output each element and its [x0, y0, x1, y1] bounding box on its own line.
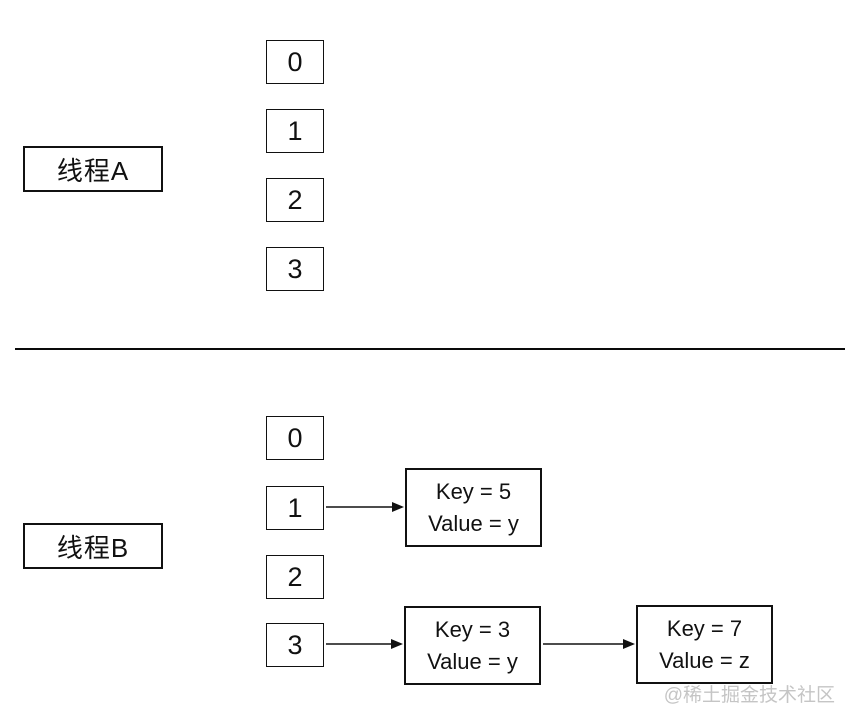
- thread-b-bucket-2: 2: [266, 555, 324, 599]
- thread-b-bucket-0: 0: [266, 416, 324, 460]
- node-value-line: Value = z: [659, 647, 750, 673]
- node-key3: Key = 3 Value = y: [404, 606, 541, 685]
- bucket-label: 2: [287, 561, 303, 592]
- thread-a-bucket-0: 0: [266, 40, 324, 84]
- bucket-label: 0: [287, 46, 303, 77]
- bucket-label: 1: [287, 115, 303, 146]
- thread-b-bucket-3: 3: [266, 623, 324, 667]
- node-value-line: Value = y: [427, 648, 518, 674]
- watermark: @稀土掘金技术社区: [663, 685, 835, 706]
- bucket-label: 3: [287, 253, 303, 284]
- thread-b-label: 线程B: [56, 532, 130, 563]
- thread-a-bucket-2: 2: [266, 178, 324, 222]
- thread-a-box: 线程A: [23, 146, 163, 192]
- thread-a-bucket-3: 3: [266, 247, 324, 291]
- thread-b-bucket-1: 1: [266, 486, 324, 530]
- bucket-label: 2: [287, 184, 303, 215]
- bucket-label: 3: [287, 629, 303, 660]
- bucket-label: 1: [287, 492, 303, 523]
- node-key-line: Key = 5: [435, 478, 512, 504]
- thread-a-bucket-1: 1: [266, 109, 324, 153]
- node-value-line: Value = y: [428, 510, 519, 536]
- node-key7: Key = 7 Value = z: [636, 605, 773, 684]
- node-key5: Key = 5 Value = y: [405, 468, 542, 547]
- section-divider: [15, 348, 845, 350]
- bucket-label: 0: [287, 422, 303, 453]
- thread-b-box: 线程B: [23, 523, 163, 569]
- node-key-line: Key = 7: [666, 615, 743, 641]
- thread-a-label: 线程A: [56, 155, 130, 186]
- node-key-line: Key = 3: [434, 616, 511, 642]
